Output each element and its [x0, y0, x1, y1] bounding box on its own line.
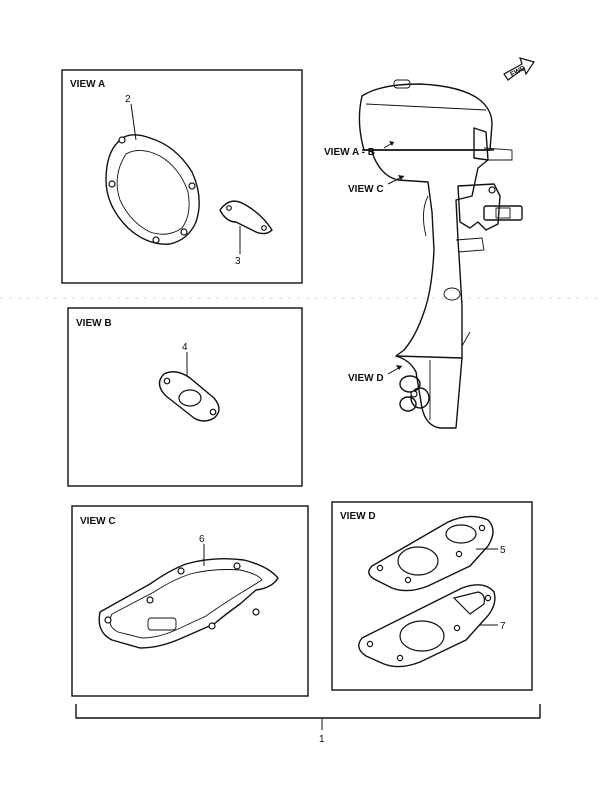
part-6-gasket[interactable] — [98, 557, 279, 649]
view-d-title: VIEW D — [340, 511, 376, 522]
view-c-frame — [71, 505, 309, 697]
callout-7: 7 — [500, 621, 506, 632]
part-5-gasket[interactable] — [368, 515, 494, 592]
part-3-gasket[interactable] — [219, 200, 273, 235]
callout-5: 5 — [500, 545, 506, 556]
view-c-title: VIEW C — [80, 516, 116, 527]
view-d-panel: VIEW D 5 7 — [331, 501, 533, 691]
assembly-bracket: 1 — [75, 704, 541, 745]
callout-4: 4 — [182, 342, 188, 353]
view-b-title: VIEW B — [76, 318, 112, 329]
callout-3: 3 — [235, 256, 241, 267]
callout-1: 1 — [319, 734, 325, 745]
pointer-view-c-label: VIEW C — [348, 184, 384, 195]
fwd-arrow-icon: FWD — [503, 57, 535, 81]
fwd-label: FWD — [509, 65, 526, 79]
view-b-panel: VIEW B 4 — [67, 307, 303, 487]
view-b-frame — [67, 307, 303, 487]
callout-2-leader — [130, 103, 137, 141]
view-a-frame — [61, 69, 303, 284]
pointer-view-c-head — [398, 175, 404, 180]
part-4-gasket[interactable] — [158, 371, 220, 422]
pointer-view-d-label: VIEW D — [348, 373, 384, 384]
pointer-view-ab-head — [389, 141, 394, 146]
view-d-frame — [331, 501, 533, 691]
view-pointers: VIEW A - B VIEW C VIEW D — [324, 141, 405, 384]
part-2-gasket[interactable] — [105, 134, 200, 245]
view-a-title: VIEW A — [70, 79, 105, 90]
pointer-view-ab-label: VIEW A - B — [324, 147, 375, 158]
part-7-gasket[interactable] — [358, 584, 496, 668]
pointer-view-d-head — [396, 365, 402, 370]
propeller — [399, 375, 430, 412]
callout-2: 2 — [125, 94, 131, 105]
view-c-panel: VIEW C 6 — [71, 505, 309, 697]
outboard-motor-sketch — [358, 79, 523, 429]
callout-6: 6 — [199, 534, 205, 545]
view-a-panel: VIEW A 2 3 — [61, 69, 303, 284]
